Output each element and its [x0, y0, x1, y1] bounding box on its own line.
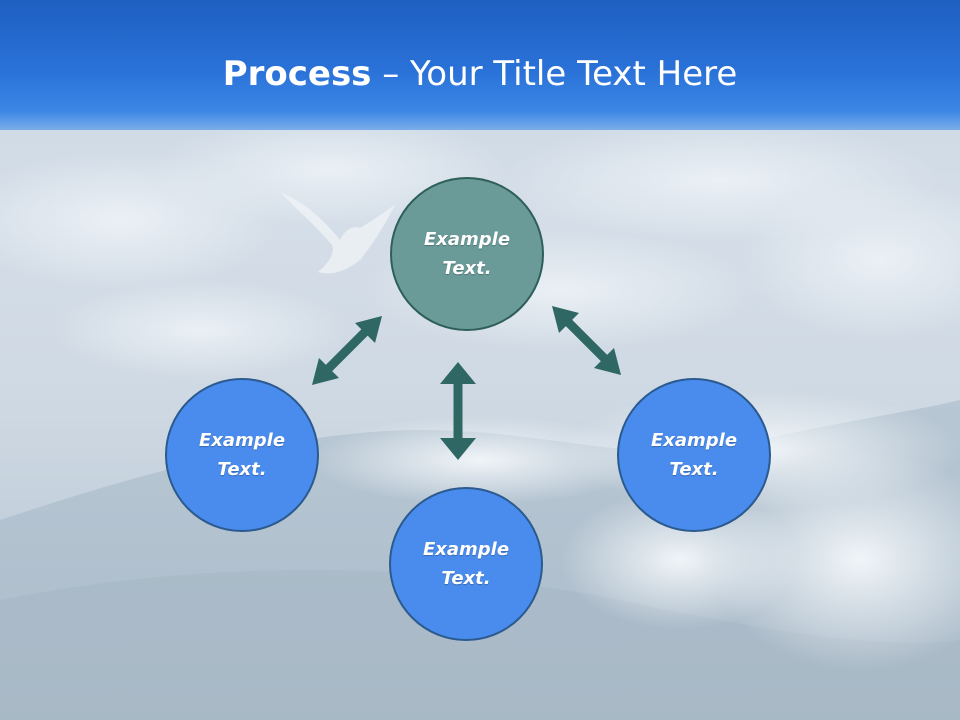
arrow-top-left: [312, 316, 382, 385]
node-top: Example Text.: [390, 177, 544, 331]
node-right-label: Example Text.: [650, 430, 738, 480]
node-left: Example Text.: [165, 378, 319, 532]
title-rest: – Your Title Text Here: [371, 54, 738, 94]
gull-icon: [280, 192, 395, 274]
title-bar: [0, 0, 960, 130]
node-bottom: Example Text.: [389, 487, 543, 641]
node-left-label: Example Text.: [198, 430, 286, 480]
arrow-top-bottom: [440, 362, 476, 460]
slide-title: Process – Your Title Text Here: [0, 52, 960, 96]
node-right: Example Text.: [617, 378, 771, 532]
arrow-top-right: [552, 306, 621, 375]
node-top-label: Example Text.: [423, 229, 511, 279]
title-bold: Process: [222, 54, 372, 94]
node-bottom-label: Example Text.: [422, 539, 510, 589]
